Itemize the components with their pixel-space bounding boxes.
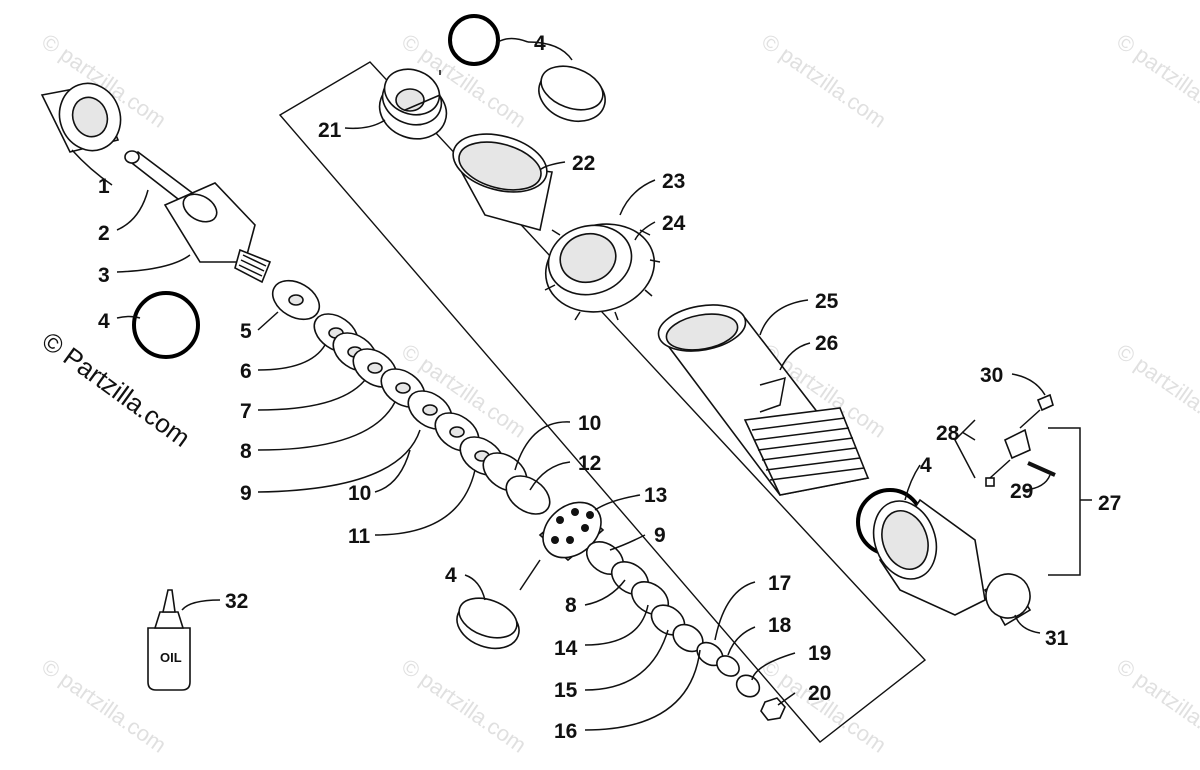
callout-23: 23: [662, 170, 685, 193]
callout-4: 4: [98, 310, 110, 333]
assembly-outline-box: [278, 61, 927, 743]
part-bushing-right: [983, 573, 1032, 627]
watermark-tile: © partzilla.com: [1112, 654, 1200, 758]
callout-30: 30: [980, 364, 1003, 387]
part-reservoir: [872, 498, 986, 616]
callout-3: 3: [98, 264, 110, 287]
oil-label: OIL: [160, 650, 182, 665]
callout-4: 4: [445, 564, 457, 587]
watermark-tile: © partzilla.com: [1112, 339, 1200, 443]
callout-19: 19: [808, 642, 831, 665]
bracket-28: [954, 419, 976, 479]
shim-stack-upper: [313, 313, 551, 515]
callout-8: 8: [240, 440, 252, 463]
leader-lines: [71, 37, 1051, 731]
callout-10: 10: [578, 412, 601, 435]
callout-4: 4: [534, 32, 546, 55]
callout-7: 7: [240, 400, 252, 423]
callout-17: 17: [768, 572, 791, 595]
callout-16: 16: [554, 720, 577, 743]
part-o-ring-top: [448, 14, 500, 66]
callout-25: 25: [815, 290, 839, 313]
callout-5: 5: [240, 320, 252, 343]
callout-20: 20: [808, 682, 831, 705]
part-adjuster-nut: [544, 223, 661, 321]
callout-labels: 1 2 3 4 5 6 7 8 9 10 11 10 12 13 9 8 14 …: [98, 32, 1121, 743]
callout-26: 26: [815, 332, 838, 355]
washer-hole: [288, 294, 304, 306]
callout-29: 29: [1010, 480, 1033, 503]
callout-22: 22: [572, 152, 595, 175]
callout-9: 9: [654, 524, 666, 547]
watermark-tile: © partzilla.com: [757, 29, 891, 133]
part-nut: [760, 697, 786, 721]
part-piston: [538, 501, 605, 562]
callout-13: 13: [644, 484, 667, 507]
watermark-tile: © partzilla.com: [397, 654, 531, 758]
callout-27: 27: [1098, 492, 1121, 515]
part-sleeve: [452, 133, 553, 231]
callout-4: 4: [920, 454, 932, 477]
part-valve-assembly: [985, 393, 1056, 487]
callout-10: 10: [348, 482, 371, 505]
part-seal-head: [378, 68, 448, 140]
oil-bottle: OIL: [147, 589, 191, 691]
callout-32: 32: [225, 590, 248, 613]
callout-21: 21: [318, 119, 342, 142]
part-shock-body: [657, 304, 870, 496]
callout-24: 24: [662, 212, 686, 235]
part-wear-band-top: [538, 65, 606, 123]
part-bushing: [40, 82, 122, 153]
part-shaft-assembly: [124, 150, 272, 284]
callout-1: 1: [98, 175, 110, 198]
bracket-27: [1048, 427, 1092, 576]
callout-11: 11: [348, 525, 371, 548]
main-watermark: © Partzilla.com: [36, 326, 195, 453]
callout-9: 9: [240, 482, 252, 505]
callout-31: 31: [1045, 627, 1069, 650]
callout-2: 2: [98, 222, 110, 245]
callout-18: 18: [768, 614, 792, 637]
callout-6: 6: [240, 360, 252, 383]
watermark-tile: © partzilla.com: [1112, 29, 1200, 133]
callout-8: 8: [565, 594, 577, 617]
watermark-group: © partzilla.com © partzilla.com © partzi…: [37, 29, 1200, 758]
callout-12: 12: [578, 452, 601, 475]
part-o-ring: [132, 291, 200, 359]
callout-28: 28: [936, 422, 960, 445]
callout-14: 14: [554, 637, 578, 660]
part-wear-band-lower: [456, 597, 520, 650]
callout-15: 15: [554, 679, 578, 702]
